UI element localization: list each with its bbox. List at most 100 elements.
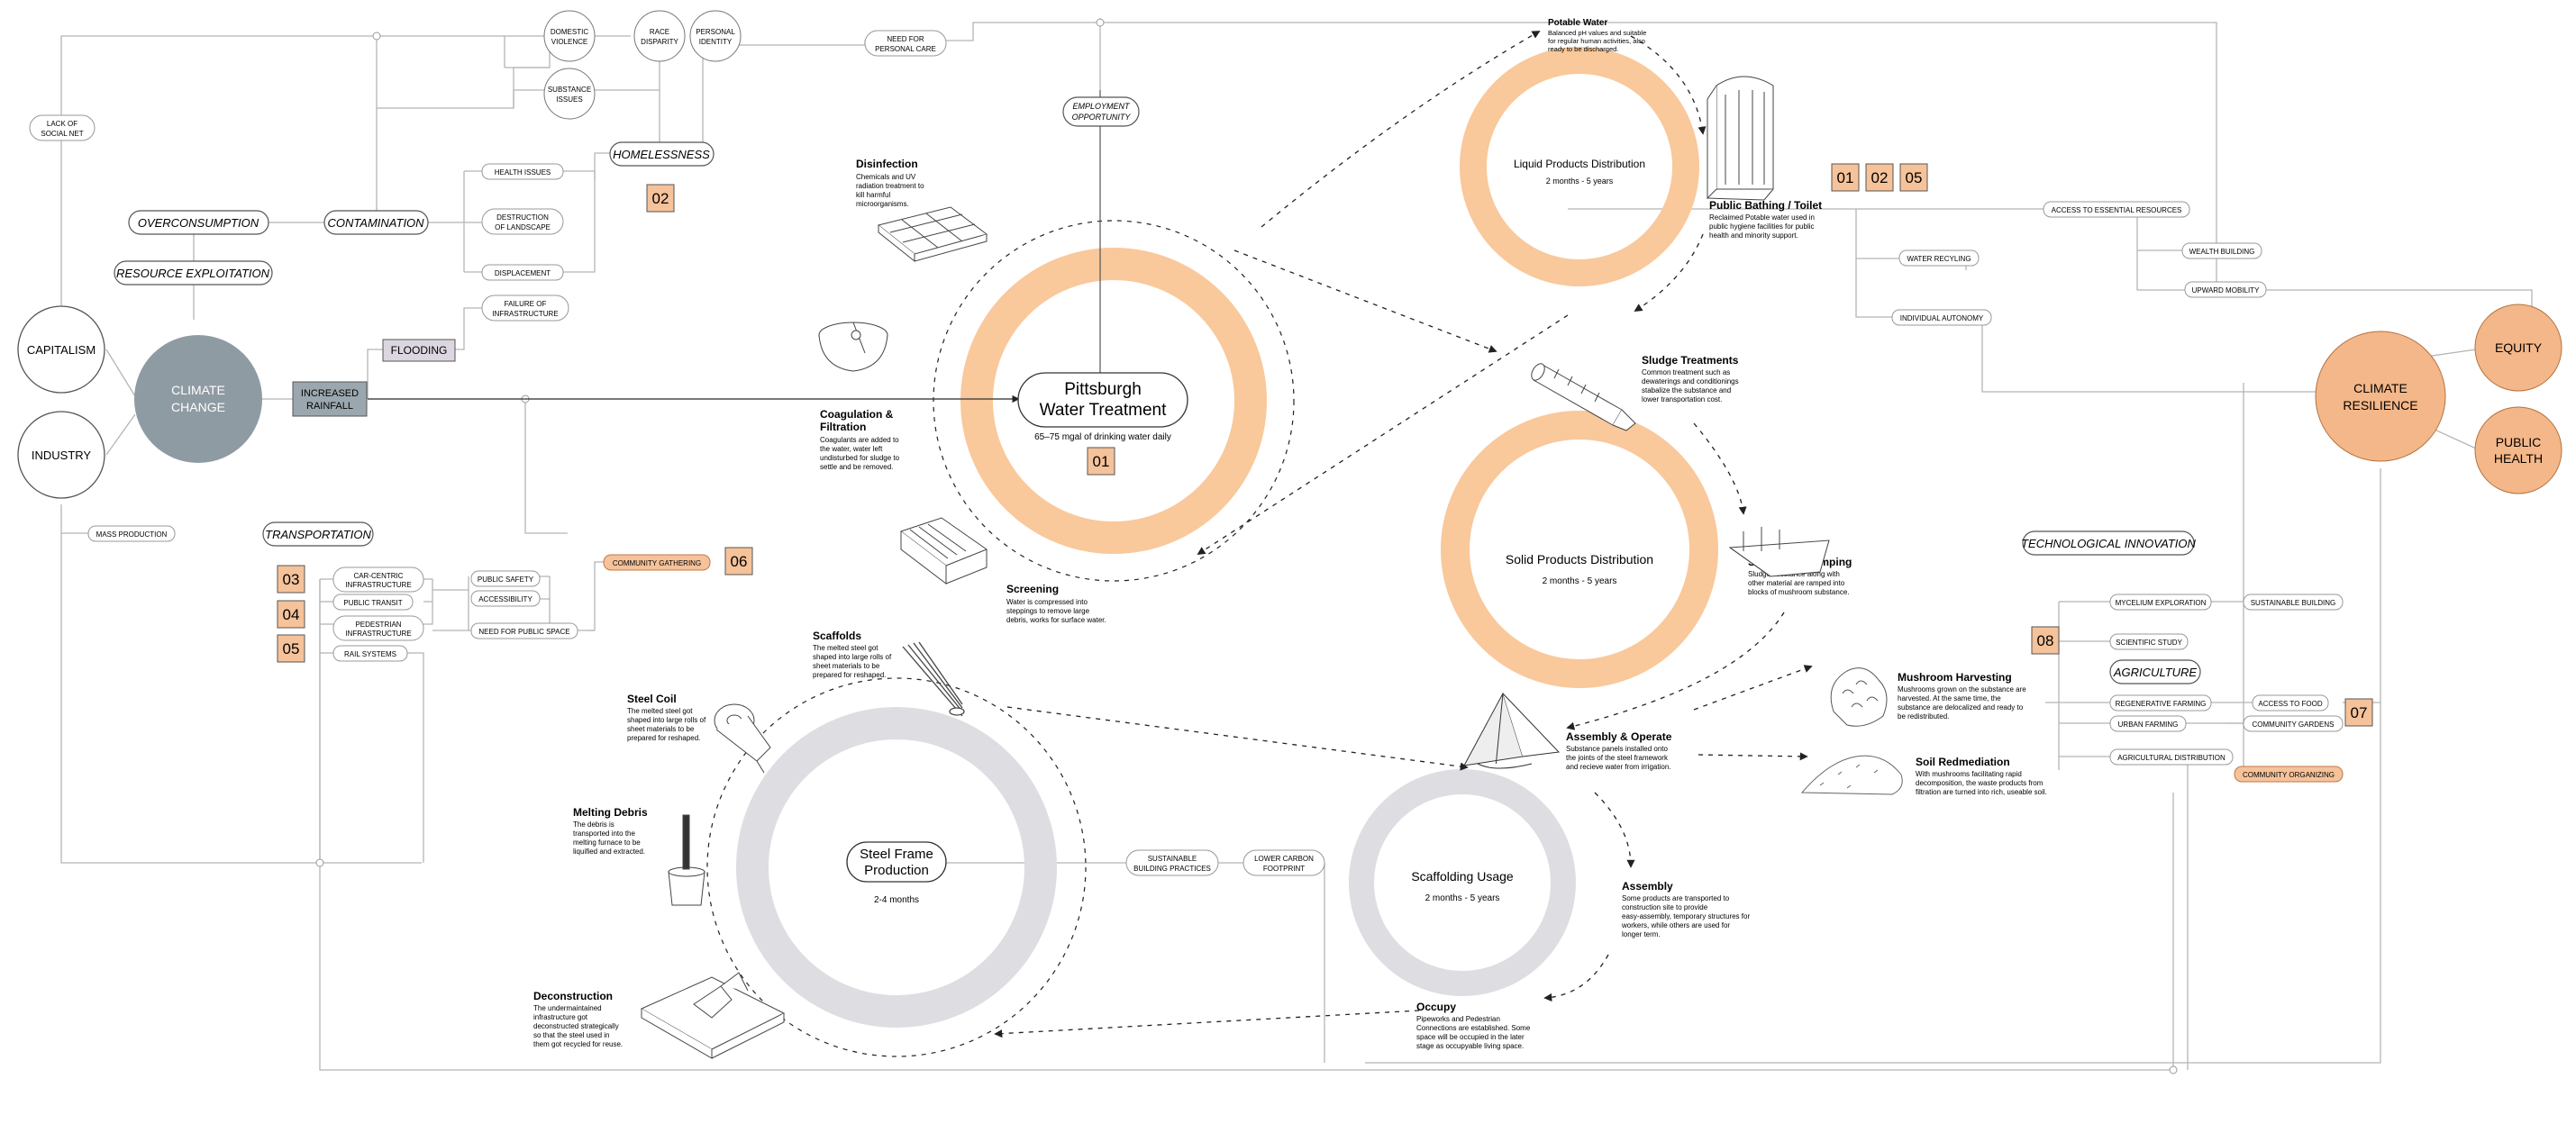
junction-dots bbox=[315, 18, 2178, 1074]
svg-text:Mushroom Harvesting: Mushroom Harvesting bbox=[1898, 671, 2012, 684]
svg-text:PUBLIC TRANSIT: PUBLIC TRANSIT bbox=[343, 599, 402, 607]
coagulation-tank-illustration bbox=[818, 322, 888, 372]
svg-text:Chemicals and UV: Chemicals and UV bbox=[856, 173, 916, 181]
svg-text:REGENERATIVE FARMING: REGENERATIVE FARMING bbox=[2116, 700, 2207, 708]
domestic-violence-circle: DOMESTIC VIOLENCE bbox=[543, 10, 596, 62]
svg-text:INFRASTRUCTURE: INFRASTRUCTURE bbox=[345, 630, 411, 638]
svg-text:easy-assembly, temporary struc: easy-assembly, temporary structures for bbox=[1622, 912, 1750, 920]
disinfection-tray-illustration bbox=[877, 206, 988, 263]
community-gardens-pill: COMMUNITY GARDENS bbox=[2243, 715, 2344, 732]
svg-text:PERSONAL: PERSONAL bbox=[696, 28, 735, 36]
svg-text:sheet materials to be: sheet materials to be bbox=[813, 662, 880, 670]
svg-text:The melted steel got: The melted steel got bbox=[813, 644, 878, 652]
liquid-title: Liquid Products Distribution bbox=[1514, 158, 1645, 170]
svg-text:Water Treatment: Water Treatment bbox=[1040, 401, 1168, 420]
svg-text:MYCELIUM EXPLORATION: MYCELIUM EXPLORATION bbox=[2116, 599, 2207, 607]
svg-text:infrastructure got: infrastructure got bbox=[533, 1013, 588, 1021]
health-issues-pill: HEALTH ISSUES bbox=[481, 163, 564, 180]
svg-text:Sludge Treatments: Sludge Treatments bbox=[1642, 354, 1739, 367]
agricultural-distribution-pill: AGRICULTURAL DISTRIBUTION bbox=[2109, 748, 2234, 766]
svg-text:SOCIAL NET: SOCIAL NET bbox=[41, 130, 83, 138]
svg-text:Melting Debris: Melting Debris bbox=[573, 806, 648, 819]
svg-text:stabalize the substance and: stabalize the substance and bbox=[1642, 386, 1731, 394]
displacement-pill: DISPLACEMENT bbox=[481, 264, 564, 281]
svg-text:debris, works for surface wate: debris, works for surface water. bbox=[1006, 616, 1106, 624]
ramping-tray-illustration bbox=[1728, 527, 1830, 577]
steel-subtitle: 2-4 months bbox=[874, 895, 919, 905]
svg-text:substance are delocalized and: substance are delocalized and ready to bbox=[1898, 703, 2024, 712]
svg-text:IDENTITY: IDENTITY bbox=[699, 38, 733, 46]
svg-text:liquified and extracted.: liquified and extracted. bbox=[573, 848, 645, 856]
water-treatment-title-pill: Pittsburgh Water Treatment bbox=[1017, 372, 1188, 428]
svg-text:Balanced pH values and suitabl: Balanced pH values and suitable bbox=[1548, 29, 1646, 37]
svg-text:DISPLACEMENT: DISPLACEMENT bbox=[495, 269, 551, 277]
assembly-operate-label: Assembly & Operate Substance panels inst… bbox=[1566, 730, 1672, 771]
svg-text:dewaterings and conditionings: dewaterings and conditionings bbox=[1642, 377, 1739, 385]
flooding-box: FLOODING bbox=[382, 339, 456, 362]
badge-05: 05 bbox=[277, 634, 305, 663]
increased-rainfall-box: INCREASED RAINFALL bbox=[292, 381, 368, 417]
deconstruction-label: Deconstruction The undermaintained infra… bbox=[533, 990, 623, 1048]
svg-text:BUILDING PRACTICES: BUILDING PRACTICES bbox=[1133, 865, 1211, 873]
tech-innovation-pill: TECHNOLOGICAL INNOVATION bbox=[2021, 530, 2197, 556]
svg-text:Connections are established. S: Connections are established. Some bbox=[1416, 1024, 1531, 1032]
svg-text:01: 01 bbox=[1093, 453, 1110, 470]
need-public-space-pill: NEED FOR PUBLIC SPACE bbox=[470, 622, 578, 639]
svg-text:Pipeworks and Pedestrian: Pipeworks and Pedestrian bbox=[1416, 1015, 1500, 1023]
svg-text:The undermaintained: The undermaintained bbox=[533, 1004, 602, 1012]
svg-text:URBAN FARMING: URBAN FARMING bbox=[2118, 721, 2179, 729]
disinfection-label: Disinfection Chemicals and UV radiation … bbox=[856, 158, 924, 208]
rainfall-label-2: RAINFALL bbox=[306, 401, 353, 412]
svg-text:Reclaimed Potable water used i: Reclaimed Potable water used in bbox=[1709, 213, 1815, 222]
public-health-node: PUBLIC HEALTH bbox=[2474, 406, 2562, 494]
svg-text:FOOTPRINT: FOOTPRINT bbox=[1263, 865, 1305, 873]
svg-text:Pittsburgh: Pittsburgh bbox=[1064, 380, 1142, 399]
svg-text:other material are ramped into: other material are ramped into bbox=[1748, 579, 1845, 587]
svg-text:TECHNOLOGICAL INNOVATION: TECHNOLOGICAL INNOVATION bbox=[2021, 537, 2196, 550]
svg-text:Assembly: Assembly bbox=[1622, 880, 1673, 893]
occupy-label: Occupy Pipeworks and Pedestrian Connecti… bbox=[1416, 1001, 1531, 1050]
water-recyling-pill: WATER RECYLING bbox=[1898, 249, 1980, 267]
svg-text:04: 04 bbox=[283, 606, 300, 623]
rainfall-label-1: INCREASED bbox=[301, 388, 359, 399]
svg-text:filtration are turned into ric: filtration are turned into rich, useable… bbox=[1916, 788, 2047, 796]
melting-label: Melting Debris The debris is transported… bbox=[573, 806, 648, 856]
svg-text:NEED FOR PUBLIC SPACE: NEED FOR PUBLIC SPACE bbox=[478, 628, 569, 636]
svg-text:PUBLIC: PUBLIC bbox=[2496, 435, 2542, 449]
sustainable-practices-pill: SUSTAINABLE BUILDING PRACTICES bbox=[1125, 849, 1219, 876]
svg-text:RESOURCE EXPLOITATION: RESOURCE EXPLOITATION bbox=[116, 267, 270, 280]
badge-02-homeless: 02 bbox=[646, 184, 675, 213]
contamination-pill: CONTAMINATION bbox=[323, 210, 429, 235]
svg-text:06: 06 bbox=[731, 553, 748, 570]
svg-text:undisturbed for sludge to: undisturbed for sludge to bbox=[820, 454, 900, 462]
svg-text:and recieve water from irrigat: and recieve water from irrigation. bbox=[1566, 763, 1671, 771]
scientific-study-pill: SCIENTIFIC STUDY bbox=[2109, 633, 2189, 650]
need-personal-care-pill: NEED FOR PERSONAL CARE bbox=[864, 30, 947, 57]
badge-top-01: 01 bbox=[1831, 163, 1860, 192]
svg-text:steppings to remove large: steppings to remove large bbox=[1006, 607, 1090, 615]
wealth-building-pill: WEALTH BUILDING bbox=[2181, 242, 2262, 259]
svg-text:kill harmful: kill harmful bbox=[856, 191, 890, 199]
svg-text:COMMUNITY GARDENS: COMMUNITY GARDENS bbox=[2253, 721, 2335, 729]
upward-mobility-pill: UPWARD MOBILITY bbox=[2184, 281, 2267, 298]
failure-infrastructure-pill: FAILURE OF INFRASTRUCTURE bbox=[481, 295, 569, 322]
svg-text:blocks of mushroom substance.: blocks of mushroom substance. bbox=[1748, 588, 1850, 596]
access-essential-pill: ACCESS TO ESSENTIAL RESOURCES bbox=[2043, 201, 2190, 218]
svg-text:05: 05 bbox=[283, 640, 300, 657]
badge-top-02: 02 bbox=[1865, 163, 1894, 192]
liquid-ring bbox=[1460, 47, 1699, 286]
resource-exploitation-pill: RESOURCE EXPLOITATION bbox=[114, 260, 273, 286]
svg-text:With mushrooms facilitating ra: With mushrooms facilitating rapid bbox=[1916, 770, 2022, 778]
svg-text:PEDESTRIAN: PEDESTRIAN bbox=[355, 621, 401, 629]
mushroom-label: Mushroom Harvesting Mushrooms grown on t… bbox=[1898, 671, 2026, 721]
svg-text:shaped into large rolls of: shaped into large rolls of bbox=[627, 716, 706, 724]
badge-01-center: 01 bbox=[1087, 447, 1115, 476]
svg-text:01: 01 bbox=[1837, 169, 1854, 186]
svg-text:SUSTAINABLE BUILDING: SUSTAINABLE BUILDING bbox=[2251, 599, 2336, 607]
access-food-pill: ACCESS TO FOOD bbox=[2252, 694, 2329, 712]
svg-text:microorganisms.: microorganisms. bbox=[856, 200, 909, 208]
svg-text:PERSONAL CARE: PERSONAL CARE bbox=[875, 45, 936, 53]
svg-text:Screening: Screening bbox=[1006, 583, 1059, 595]
soil-label: Soil Redmediation With mushrooms facilit… bbox=[1916, 756, 2047, 796]
svg-text:harvested. At the same time, t: harvested. At the same time, the bbox=[1898, 694, 2001, 702]
